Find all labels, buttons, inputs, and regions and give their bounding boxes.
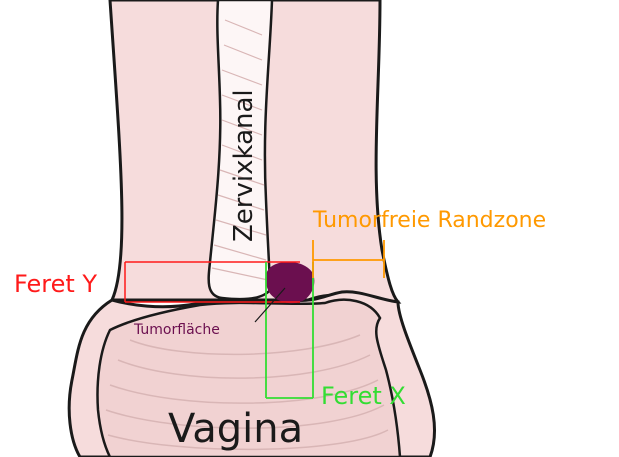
cervical-canal-label: Zervixkanal: [229, 89, 259, 242]
feret-x-label: Feret X: [321, 382, 406, 410]
feret-y-label: Feret Y: [14, 270, 97, 298]
tumor-area-label: Tumorfläche: [133, 322, 220, 338]
vagina-label: Vagina: [168, 406, 303, 452]
tumor-free-margin-label: Tumorfreie Randzone: [312, 208, 546, 233]
